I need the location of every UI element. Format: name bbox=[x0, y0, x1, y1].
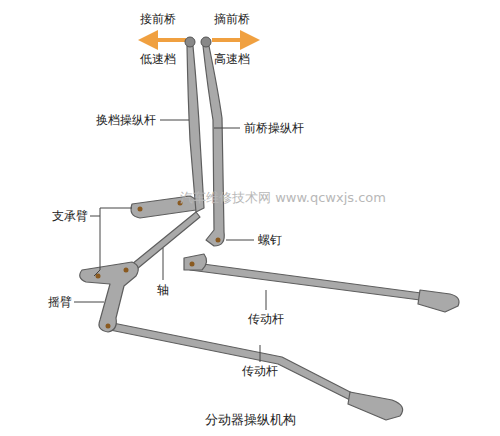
part-name: 传动杆 bbox=[248, 312, 284, 326]
front-axle-lever bbox=[203, 46, 224, 246]
watermark: 汽车维修技术网 www.qcwxjs.com bbox=[180, 190, 386, 206]
leader-line bbox=[163, 248, 164, 280]
bracket-line bbox=[94, 208, 132, 276]
part-name: 前桥操纵杆 bbox=[244, 121, 304, 135]
direction-label: 接前桥 bbox=[140, 12, 176, 26]
part-name: 换档操纵杆 bbox=[96, 113, 156, 127]
part-name: 摇臂 bbox=[48, 295, 72, 309]
gear-label: 低速档 bbox=[140, 52, 176, 66]
leader-line bbox=[226, 240, 254, 241]
caption: 分动器操纵机构 bbox=[205, 412, 296, 428]
lever-bracket bbox=[184, 254, 207, 270]
part-name: 传动杆 bbox=[242, 364, 278, 378]
rod-clevis bbox=[348, 392, 403, 420]
gear-label: 高速档 bbox=[214, 52, 250, 66]
direction-arrow bbox=[142, 38, 186, 42]
transmission-rod bbox=[108, 322, 354, 400]
shift-lever bbox=[187, 46, 204, 212]
leader-line bbox=[260, 345, 261, 362]
leader-line bbox=[266, 290, 267, 310]
rocker-arm bbox=[80, 262, 139, 332]
transmission-rod bbox=[188, 262, 421, 300]
direction-arrow bbox=[212, 38, 256, 42]
part-name: 轴 bbox=[157, 283, 169, 297]
leader-line bbox=[74, 302, 104, 303]
part-name: 支承臂 bbox=[52, 209, 88, 223]
leader-line bbox=[90, 216, 100, 217]
leader-line bbox=[214, 128, 240, 129]
leader-line bbox=[160, 120, 189, 121]
lever-knob bbox=[185, 37, 195, 47]
rod-clevis bbox=[418, 290, 459, 312]
direction-label: 摘前桥 bbox=[214, 12, 250, 26]
lever-knob bbox=[201, 37, 211, 47]
part-name: 螺钉 bbox=[258, 233, 282, 247]
